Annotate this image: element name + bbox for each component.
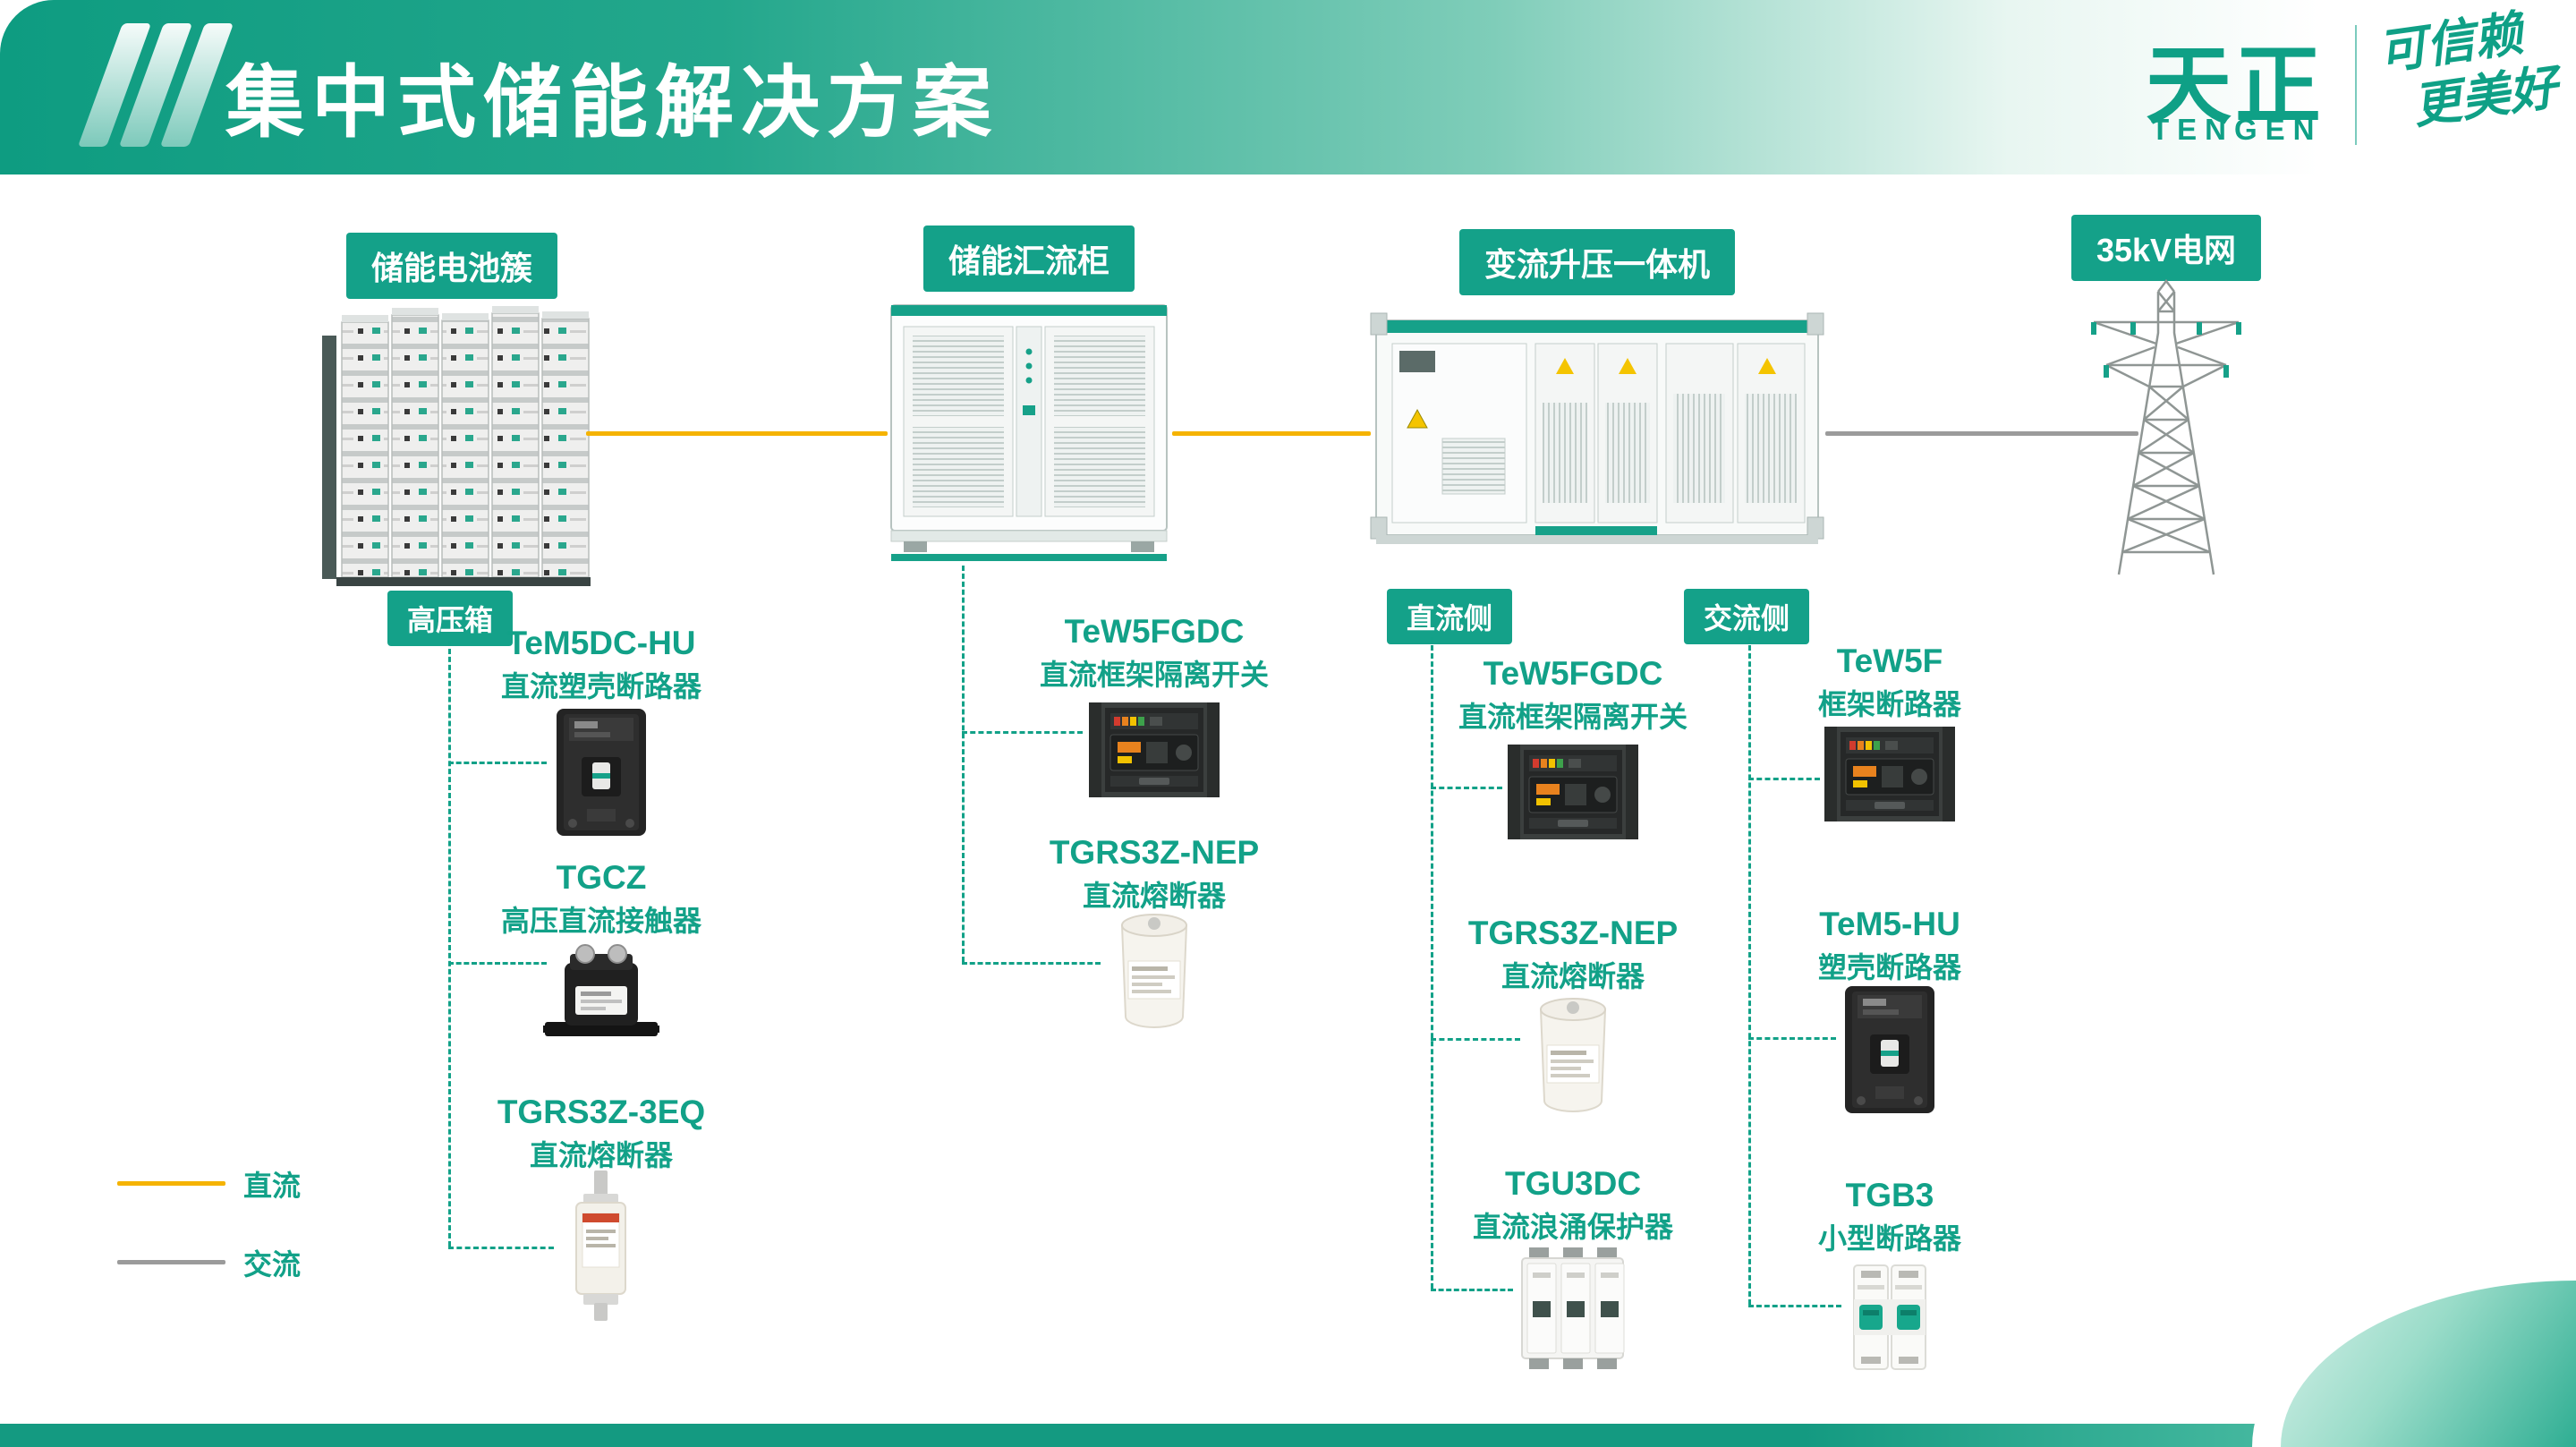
frame-breaker-image <box>1087 694 1221 805</box>
node-label-converter: 变流升压一体机 <box>1458 229 1736 295</box>
contactor-image <box>543 940 659 1043</box>
dc-wire-combiner-converter <box>1172 431 1371 436</box>
component-desc: 高压直流接触器 <box>500 905 702 937</box>
legend-dc-label: 直流 <box>243 1170 302 1202</box>
branch-line-dc-side <box>1431 637 1433 1289</box>
component-desc: 直流熔断器 <box>1501 960 1645 992</box>
component-desc: 直流塑壳断路器 <box>500 670 702 702</box>
tag-dc-side: 直流侧 <box>1386 589 1513 644</box>
branch-stub <box>1748 778 1820 780</box>
branch-stub <box>448 762 547 764</box>
cylinder-fuse-image <box>1524 995 1622 1120</box>
component-model: TeW5FGDC <box>1064 613 1245 650</box>
component-model: TeW5FGDC <box>1483 655 1663 692</box>
footer-bar <box>0 1424 2576 1447</box>
component-model: TGRS3Z-NEP <box>1049 834 1260 871</box>
branch-stub <box>1748 1305 1841 1307</box>
tag-hv-box: 高压箱 <box>387 591 514 646</box>
component-desc: 直流熔断器 <box>1082 880 1227 912</box>
power-tower-image <box>2081 279 2251 579</box>
dc-wire-battery-combiner <box>586 431 888 436</box>
legend-dc-line <box>117 1181 225 1186</box>
frame-breaker-image <box>1823 718 1957 830</box>
node-label-battery: 储能电池簇 <box>345 233 558 299</box>
header-banner <box>0 0 2576 174</box>
logo-divider <box>2355 25 2357 145</box>
ac-wire-converter-grid <box>1825 431 2138 436</box>
branch-line-combiner <box>962 566 965 962</box>
branch-line-ac-side <box>1748 637 1751 1305</box>
component-model: TGRS3Z-3EQ <box>497 1094 706 1130</box>
component-desc: 直流框架隔离开关 <box>1039 659 1270 691</box>
branch-stub <box>1431 1289 1513 1291</box>
surge-protector-image <box>1517 1246 1628 1371</box>
component-desc: 塑壳断路器 <box>1817 951 1962 983</box>
frame-breaker-image <box>1506 736 1640 847</box>
component-model: TGU3DC <box>1504 1165 1642 1202</box>
branch-stub <box>448 1247 554 1249</box>
component-desc: 直流浪涌保护器 <box>1472 1211 1674 1243</box>
branch-stub <box>1431 787 1502 789</box>
legend-ac-line <box>117 1260 225 1264</box>
corner-decoration-fill <box>2281 1281 2576 1447</box>
component-model: TeM5-HU <box>1819 906 1960 942</box>
component-model: TGB3 <box>1845 1177 1934 1213</box>
branch-stub <box>1748 1037 1836 1040</box>
component-model: TGCZ <box>556 859 647 896</box>
component-desc: 小型断路器 <box>1817 1222 1962 1255</box>
component-desc: 直流框架隔离开关 <box>1458 701 1688 733</box>
tengen-logo-cn: 天正 <box>2146 38 2325 134</box>
branch-line-battery <box>448 641 451 1247</box>
legend-ac-label: 交流 <box>243 1248 302 1281</box>
mccb-image <box>1840 983 1940 1117</box>
component-model: TeM5DC-HU <box>506 625 696 661</box>
branch-stub <box>448 962 547 965</box>
tengen-logo-en: TENGEN <box>2151 113 2323 146</box>
battery-rack-image <box>322 295 591 586</box>
combiner-cabinet-image <box>886 300 1172 564</box>
branch-stub <box>962 962 1101 965</box>
component-desc: 框架断路器 <box>1817 688 1962 720</box>
mcb-image <box>1845 1253 1934 1378</box>
converter-container-image <box>1369 304 1825 555</box>
brand-slogan: 可信赖 更美好 <box>2375 1 2561 140</box>
branch-stub <box>962 731 1083 734</box>
component-model: TeW5F <box>1836 643 1943 679</box>
page-title: 集中式储能解决方案 <box>225 58 999 147</box>
component-model: TGRS3Z-NEP <box>1467 915 1679 951</box>
mccb-image <box>551 705 651 839</box>
blade-fuse-image <box>558 1170 643 1323</box>
component-desc: 直流熔断器 <box>529 1139 674 1171</box>
branch-stub <box>1431 1038 1520 1041</box>
cylinder-fuse-image <box>1105 911 1203 1036</box>
tag-ac-side: 交流侧 <box>1683 589 1810 644</box>
node-label-grid: 35kV电网 <box>2070 215 2262 281</box>
node-label-combiner: 储能汇流柜 <box>922 226 1135 292</box>
